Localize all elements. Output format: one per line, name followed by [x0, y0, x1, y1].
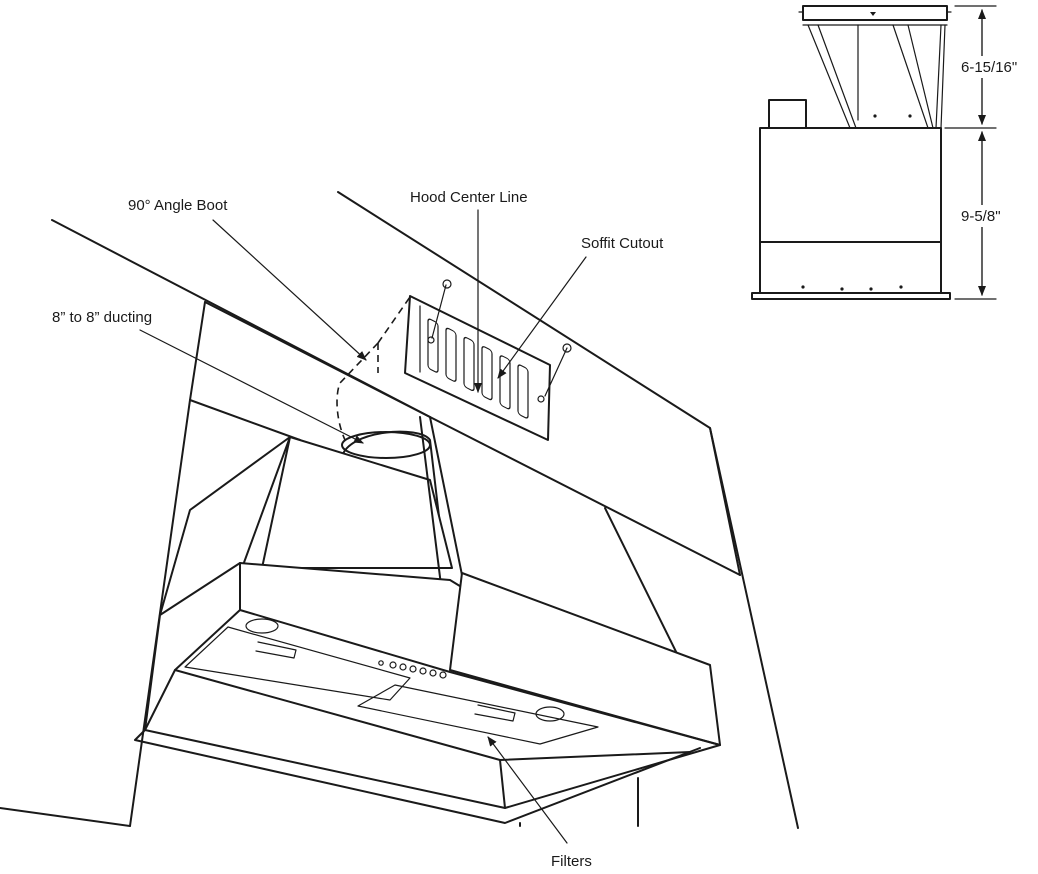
dimension-lines [944, 5, 1030, 300]
main-perspective-view: 90° Angle Boot Hood Center Line Soffit C… [0, 189, 799, 870]
dimension-top-height: 6-15/16" [961, 59, 1017, 76]
filters-group [184, 618, 599, 745]
blower-housing [768, 99, 807, 129]
mounting-screw-right [537, 343, 572, 403]
control-buttons [378, 660, 447, 679]
label-ducting: 8” to 8” ducting [52, 309, 152, 326]
hood-liner-box [134, 562, 721, 827]
vent-slots [427, 318, 529, 419]
chimney-taper [807, 24, 946, 129]
dimension-bottom-height: 9-5/8" [961, 208, 1001, 225]
label-hood-center-line: Hood Center Line [410, 189, 528, 206]
label-angle-boot: 90° Angle Boot [128, 197, 228, 214]
mounting-screw-left [427, 279, 452, 344]
light-right [535, 706, 565, 722]
elevation-view: 6-15/16" 9-5/8" [751, 5, 1030, 300]
light-left [245, 618, 279, 634]
angle-boot-outline [336, 296, 411, 441]
leader-lines [139, 209, 587, 844]
label-soffit-cutout: Soffit Cutout [581, 235, 664, 252]
label-filters: Filters [551, 853, 592, 870]
